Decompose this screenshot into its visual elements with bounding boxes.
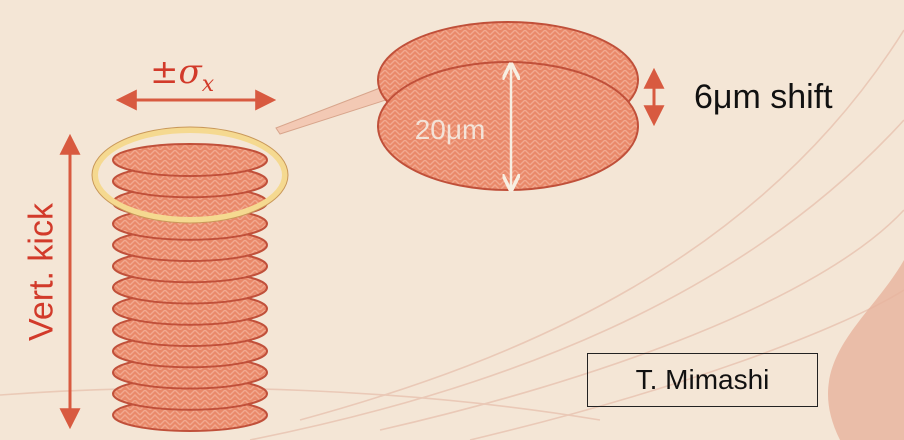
- sigma-symbol: ±σ: [150, 52, 202, 92]
- stacked-bunch: [113, 144, 267, 176]
- sigma-subscript: x: [202, 72, 214, 97]
- sigma-x-label: ±σx: [150, 52, 214, 97]
- vertical-kick-label: Vert. kick: [23, 203, 62, 341]
- shift-label: 6μm shift: [694, 78, 833, 117]
- callout-connector: [276, 88, 392, 134]
- corner-swoosh: [828, 260, 904, 440]
- credit-text: T. Mimashi: [636, 364, 770, 396]
- beam-size-label: 20μm: [415, 114, 486, 146]
- credit-box: T. Mimashi: [587, 353, 818, 407]
- bunch-stack: [113, 144, 267, 431]
